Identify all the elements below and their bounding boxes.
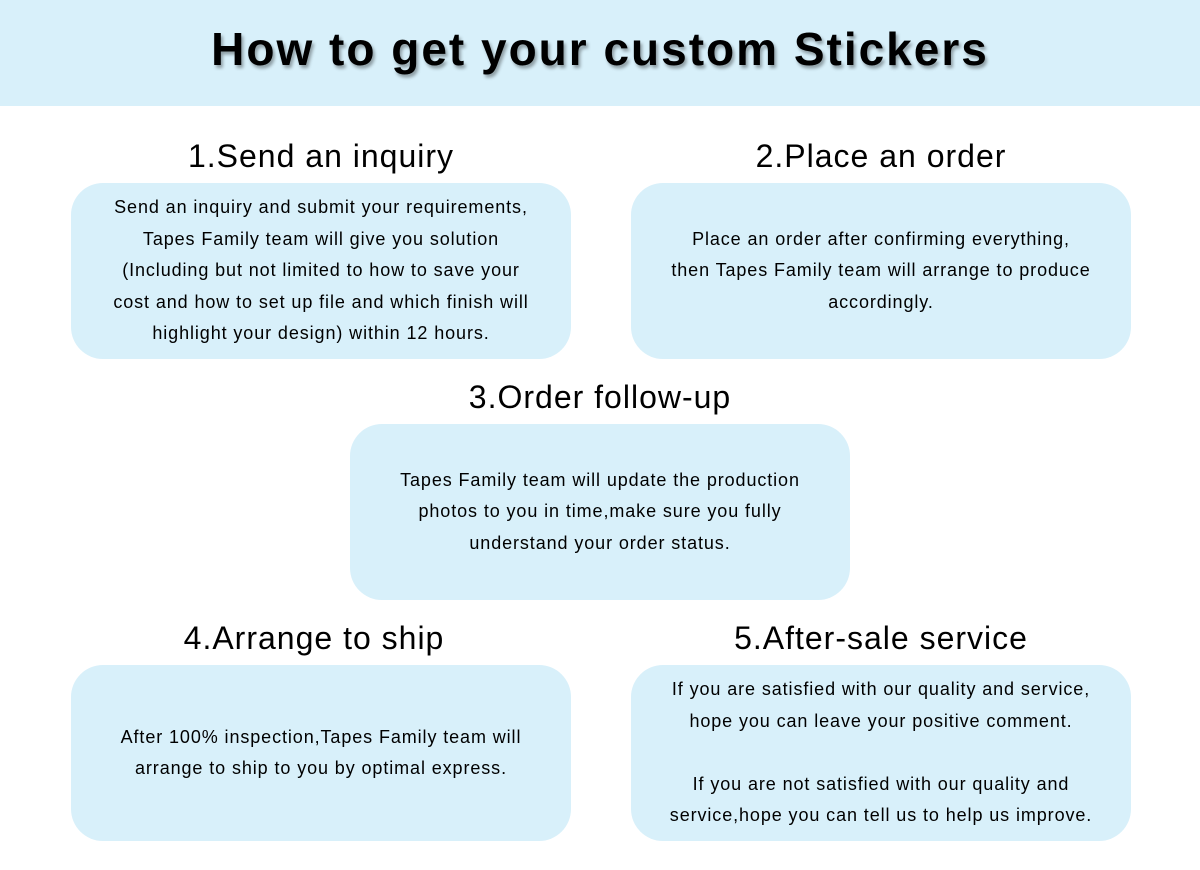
step-2-box: Place an order after confirming everythi…	[631, 183, 1131, 359]
step-1-title: 1.Send an inquiry	[187, 138, 455, 174]
step-3-title: 3.Order follow-up	[468, 379, 732, 415]
step-2-line: accordingly.	[828, 291, 934, 312]
step-5-title: 5.After-sale service	[734, 620, 1028, 656]
step-5-line: hope you can leave your positive comment…	[689, 710, 1073, 731]
step-1-line: Send an inquiry and submit your requirem…	[114, 197, 528, 218]
step-5-line: service,hope you can tell us to help us …	[669, 805, 1093, 826]
step-1-box: Send an inquiry and submit your requirem…	[71, 183, 571, 359]
step-3-line: Tapes Family team will update the produc…	[400, 469, 800, 490]
step-5-line: If you are satisfied with our quality an…	[671, 679, 1091, 700]
step-2-line: Place an order after confirming everythi…	[692, 228, 1070, 249]
step-1-line: highlight your design) within 12 hours.	[152, 323, 490, 344]
step-1-line: Tapes Family team will give you solution	[142, 228, 500, 249]
step-2-line: then Tapes Family team will arrange to p…	[671, 260, 1091, 281]
step-3-line: photos to you in time,make sure you full…	[418, 501, 782, 522]
step-4-title: 4.Arrange to ship	[183, 620, 445, 656]
step-1-line: (Including but not limited to how to sav…	[122, 260, 520, 281]
step-1-line: cost and how to set up file and which fi…	[113, 291, 529, 312]
step-4-box: After 100% inspection,Tapes Family team …	[71, 665, 571, 841]
step-4-line: After 100% inspection,Tapes Family team …	[120, 726, 522, 747]
header-banner: How to get your custom Stickers	[0, 0, 1200, 106]
step-2-title: 2.Place an order	[755, 138, 1007, 174]
step-5-line: If you are not satisfied with our qualit…	[692, 773, 1070, 794]
step-3-line: understand your order status.	[469, 532, 731, 553]
page-title: How to get your custom Stickers	[211, 23, 989, 75]
step-3-box: Tapes Family team will update the produc…	[350, 424, 850, 600]
step-5-box: If you are satisfied with our quality an…	[631, 665, 1131, 841]
step-4-line: arrange to ship to you by optimal expres…	[135, 758, 507, 778]
